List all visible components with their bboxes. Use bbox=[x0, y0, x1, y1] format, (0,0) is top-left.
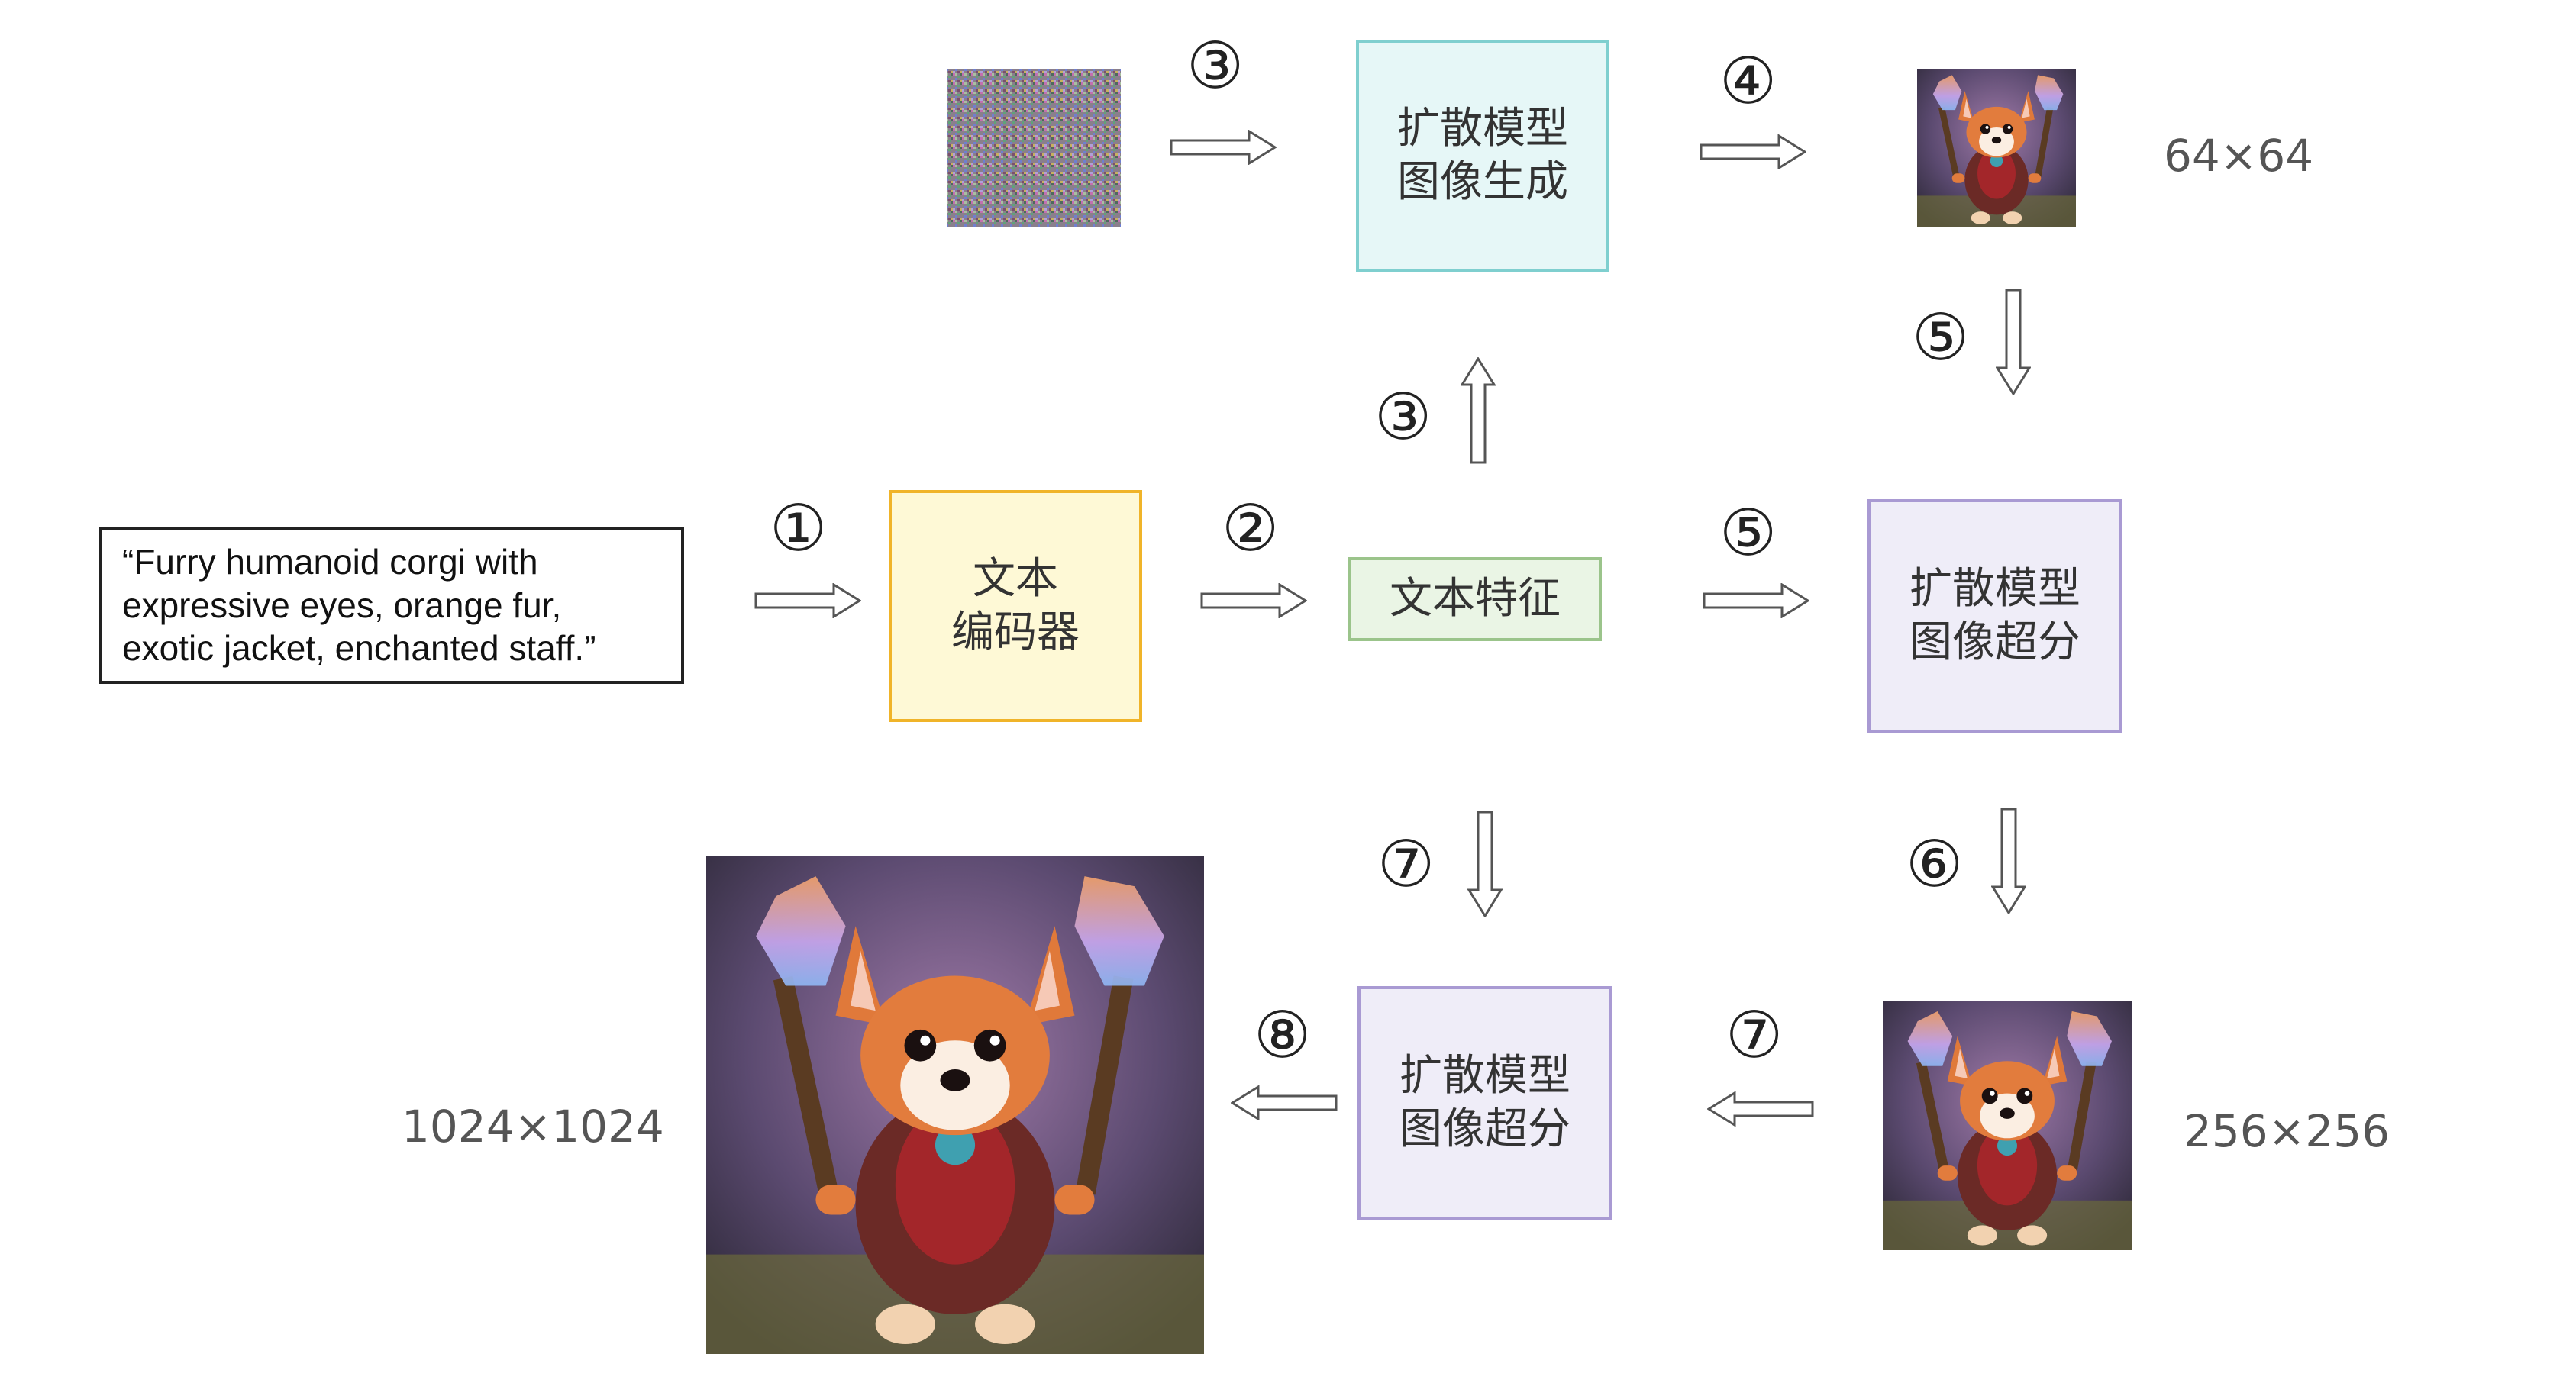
arrow-features-to-sr bbox=[1703, 583, 1809, 618]
step-5-label-right: ⑤ bbox=[1719, 495, 1777, 570]
corgi-image-64 bbox=[1917, 69, 2076, 227]
text-encoder-label: 文本 编码器 bbox=[951, 554, 1080, 657]
corgi-image-1024 bbox=[706, 856, 1204, 1354]
step-1-label: ① bbox=[770, 491, 828, 566]
step-5-label-down: ⑤ bbox=[1912, 300, 1970, 375]
step-3-label-top: ③ bbox=[1186, 28, 1244, 103]
diffusion-super-resolution-label-1: 扩散模型 图像超分 bbox=[1909, 564, 2080, 667]
arrow-256-to-sr2 bbox=[1707, 1091, 1814, 1127]
arrow-features-to-gen bbox=[1461, 357, 1496, 464]
step-6-label: ⑥ bbox=[1906, 827, 1964, 901]
arrow-prompt-to-encoder bbox=[754, 583, 861, 618]
diffusion-super-resolution-box-2: 扩散模型 图像超分 bbox=[1357, 986, 1612, 1220]
corgi-image-256 bbox=[1883, 1001, 2132, 1250]
step-3-label-up: ③ bbox=[1374, 379, 1432, 454]
diffusion-generation-label: 扩散模型 图像生成 bbox=[1397, 104, 1568, 207]
step-7-label-left: ⑦ bbox=[1725, 998, 1784, 1072]
step-4-label: ④ bbox=[1719, 44, 1777, 118]
diffusion-super-resolution-box-1: 扩散模型 图像超分 bbox=[1867, 499, 2122, 733]
arrow-64-to-sr bbox=[1996, 289, 2031, 395]
text-encoder-box: 文本 编码器 bbox=[889, 490, 1142, 722]
arrow-features-to-sr2 bbox=[1467, 811, 1503, 917]
text-features-label: 文本特征 bbox=[1390, 574, 1561, 624]
arrow-sr2-to-1024 bbox=[1231, 1085, 1338, 1120]
size-label-256: 256×256 bbox=[2184, 1105, 2390, 1157]
arrow-sr-to-256 bbox=[1991, 808, 2026, 914]
step-7-label-down: ⑦ bbox=[1377, 827, 1435, 901]
size-label-64: 64×64 bbox=[2164, 130, 2314, 182]
text-features-box: 文本特征 bbox=[1348, 557, 1602, 641]
step-8-label: ⑧ bbox=[1254, 998, 1312, 1072]
diffusion-super-resolution-label-2: 扩散模型 图像超分 bbox=[1399, 1051, 1570, 1154]
text-prompt-box: “Furry humanoid corgi with expressive ey… bbox=[99, 527, 684, 684]
size-label-1024: 1024×1024 bbox=[402, 1101, 664, 1152]
diffusion-generation-box: 扩散模型 图像生成 bbox=[1356, 40, 1609, 272]
noise-image bbox=[947, 69, 1121, 227]
step-2-label: ② bbox=[1222, 491, 1280, 566]
arrow-noise-to-gen bbox=[1170, 130, 1277, 165]
arrow-gen-to-64 bbox=[1700, 134, 1806, 169]
arrow-encoder-to-features bbox=[1200, 583, 1307, 618]
text-prompt: “Furry humanoid corgi with expressive ey… bbox=[122, 542, 596, 669]
